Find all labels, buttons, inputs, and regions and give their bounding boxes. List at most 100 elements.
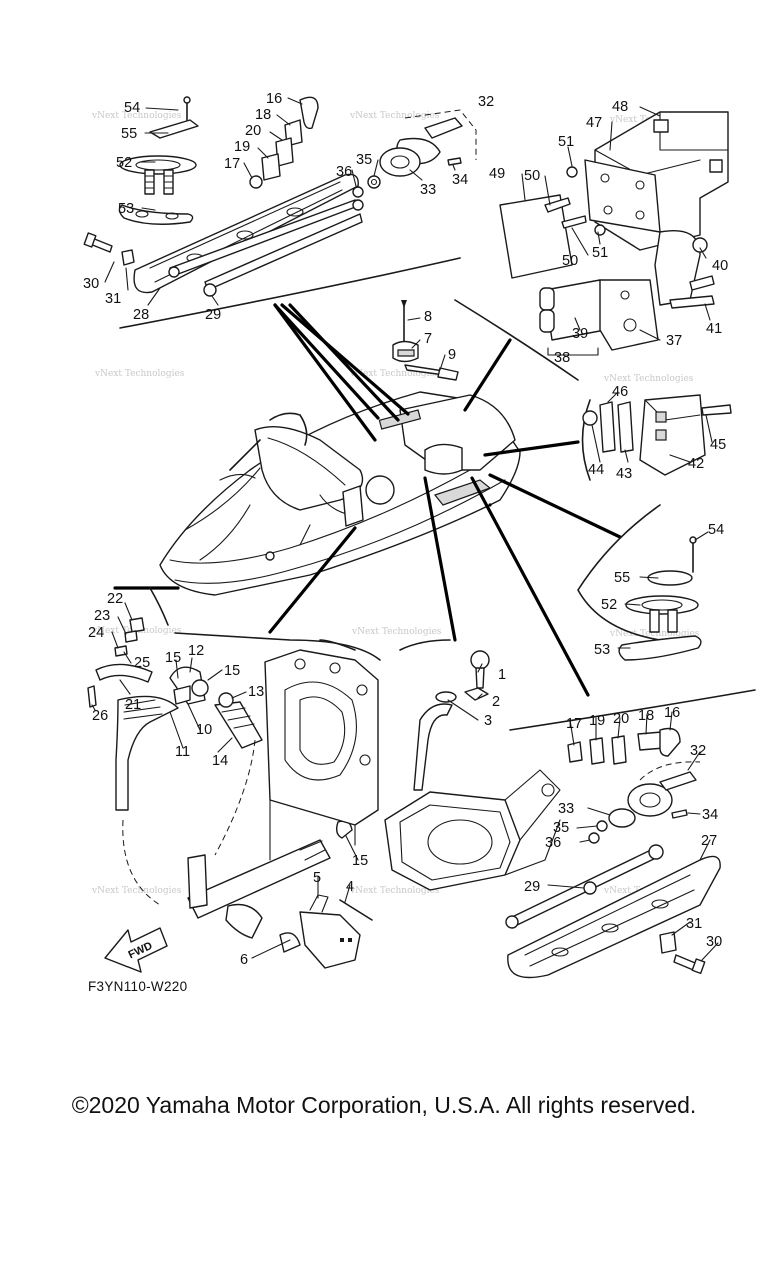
callout-5: 5 <box>313 870 321 886</box>
callout-16: 16 <box>664 705 680 721</box>
callout-13: 13 <box>248 684 264 700</box>
callout-51: 51 <box>592 245 608 261</box>
callout-20: 20 <box>245 123 261 139</box>
callout-36: 36 <box>545 835 561 851</box>
watermark: vNext Technologies <box>609 629 700 639</box>
callout-numbers: 54 55 52 53 30 31 28 29 16 18 20 19 17 3… <box>83 91 728 968</box>
callout-53: 53 <box>594 642 610 658</box>
callout-20: 20 <box>613 711 629 727</box>
callout-25: 25 <box>134 655 150 671</box>
callout-32: 32 <box>478 94 494 110</box>
watermark: vNext Technologies <box>91 886 182 896</box>
callout-18: 18 <box>638 708 654 724</box>
callout-32: 32 <box>690 743 706 759</box>
callout-30: 30 <box>83 276 99 292</box>
callout-6: 6 <box>240 952 248 968</box>
callout-15: 15 <box>352 853 368 869</box>
callout-52: 52 <box>116 155 132 171</box>
callout-45: 45 <box>710 437 726 453</box>
callout-53: 53 <box>118 201 134 217</box>
right-cover-group <box>581 394 732 481</box>
callout-39: 39 <box>572 326 588 342</box>
callout-38: 38 <box>554 350 570 366</box>
callout-29: 29 <box>524 879 540 895</box>
callout-31: 31 <box>105 291 121 307</box>
lower-left-clamp-group <box>87 587 169 708</box>
callout-35: 35 <box>356 152 372 168</box>
callout-2: 2 <box>492 694 500 710</box>
callout-19: 19 <box>234 139 250 155</box>
callout-21: 21 <box>125 697 141 713</box>
callout-17: 17 <box>224 156 240 172</box>
callout-55: 55 <box>614 570 630 586</box>
callout-43: 43 <box>616 466 632 482</box>
callout-54: 54 <box>708 522 724 538</box>
callout-34: 34 <box>452 172 468 188</box>
upper-center-lock-group <box>352 109 477 198</box>
callout-15: 15 <box>224 663 240 679</box>
callout-29: 29 <box>205 307 221 323</box>
watermark: vNext Technologies <box>351 627 442 637</box>
callout-46: 46 <box>612 384 628 400</box>
callout-14: 14 <box>212 753 228 769</box>
callout-26: 26 <box>92 708 108 724</box>
callout-50: 50 <box>524 168 540 184</box>
upper-left-handle-group <box>83 96 461 329</box>
callout-44: 44 <box>588 462 604 478</box>
callout-37: 37 <box>666 333 682 349</box>
callout-23: 23 <box>94 608 110 624</box>
callout-50: 50 <box>562 253 578 269</box>
callout-4: 4 <box>346 879 354 895</box>
callout-30: 30 <box>706 934 722 950</box>
callout-1: 1 <box>498 667 506 683</box>
callout-17: 17 <box>566 716 582 732</box>
callout-55: 55 <box>121 126 137 142</box>
callout-10: 10 <box>196 722 212 738</box>
engine-mount-group <box>264 639 379 861</box>
right-cleat-group <box>577 504 702 661</box>
watermark: vNext Technologies <box>94 369 185 379</box>
callout-33: 33 <box>558 801 574 817</box>
callout-19: 19 <box>589 713 605 729</box>
callout-16: 16 <box>266 91 282 107</box>
callout-40: 40 <box>712 258 728 274</box>
center-clip-group <box>392 300 459 381</box>
lower-right-handle-group <box>505 689 756 979</box>
callout-51: 51 <box>558 134 574 150</box>
callout-52: 52 <box>601 597 617 613</box>
callout-41: 41 <box>706 321 722 337</box>
watermark: vNext Technologies <box>603 374 694 384</box>
watermark: vNext Technologies <box>349 369 440 379</box>
callout-18: 18 <box>255 107 271 123</box>
callout-48: 48 <box>612 99 628 115</box>
upper-right-storage-group <box>454 111 729 381</box>
callout-54: 54 <box>124 100 140 116</box>
fwd-arrow: FWD <box>104 927 168 973</box>
callout-42: 42 <box>688 456 704 472</box>
callout-24: 24 <box>88 625 104 641</box>
callout-leaders <box>91 97 719 961</box>
jet-pump-group <box>384 639 561 891</box>
callout-49: 49 <box>489 166 505 182</box>
callout-35: 35 <box>553 820 569 836</box>
callout-33: 33 <box>420 182 436 198</box>
watermark: vNext Technologies <box>349 111 440 121</box>
callout-11: 11 <box>175 744 190 760</box>
callout-7: 7 <box>424 331 432 347</box>
callout-12: 12 <box>188 643 204 659</box>
callout-34: 34 <box>702 807 718 823</box>
leader-lines <box>113 303 622 697</box>
callout-28: 28 <box>133 307 149 323</box>
callout-8: 8 <box>424 309 432 325</box>
copyright-notice: ©2020 Yamaha Motor Corporation, U.S.A. A… <box>71 1092 697 1118</box>
figure-code: F3YN110-W220 <box>88 979 188 994</box>
callout-9: 9 <box>448 347 456 363</box>
watermark: vNext Technologies <box>349 886 440 896</box>
callout-47: 47 <box>586 115 602 131</box>
callout-31: 31 <box>686 916 702 932</box>
callout-27: 27 <box>701 833 717 849</box>
callout-36: 36 <box>336 164 352 180</box>
parts-diagram: vNext Technologies vNext Technologies vN… <box>83 91 756 979</box>
watercraft-hull <box>159 391 521 596</box>
callout-15: 15 <box>165 650 181 666</box>
